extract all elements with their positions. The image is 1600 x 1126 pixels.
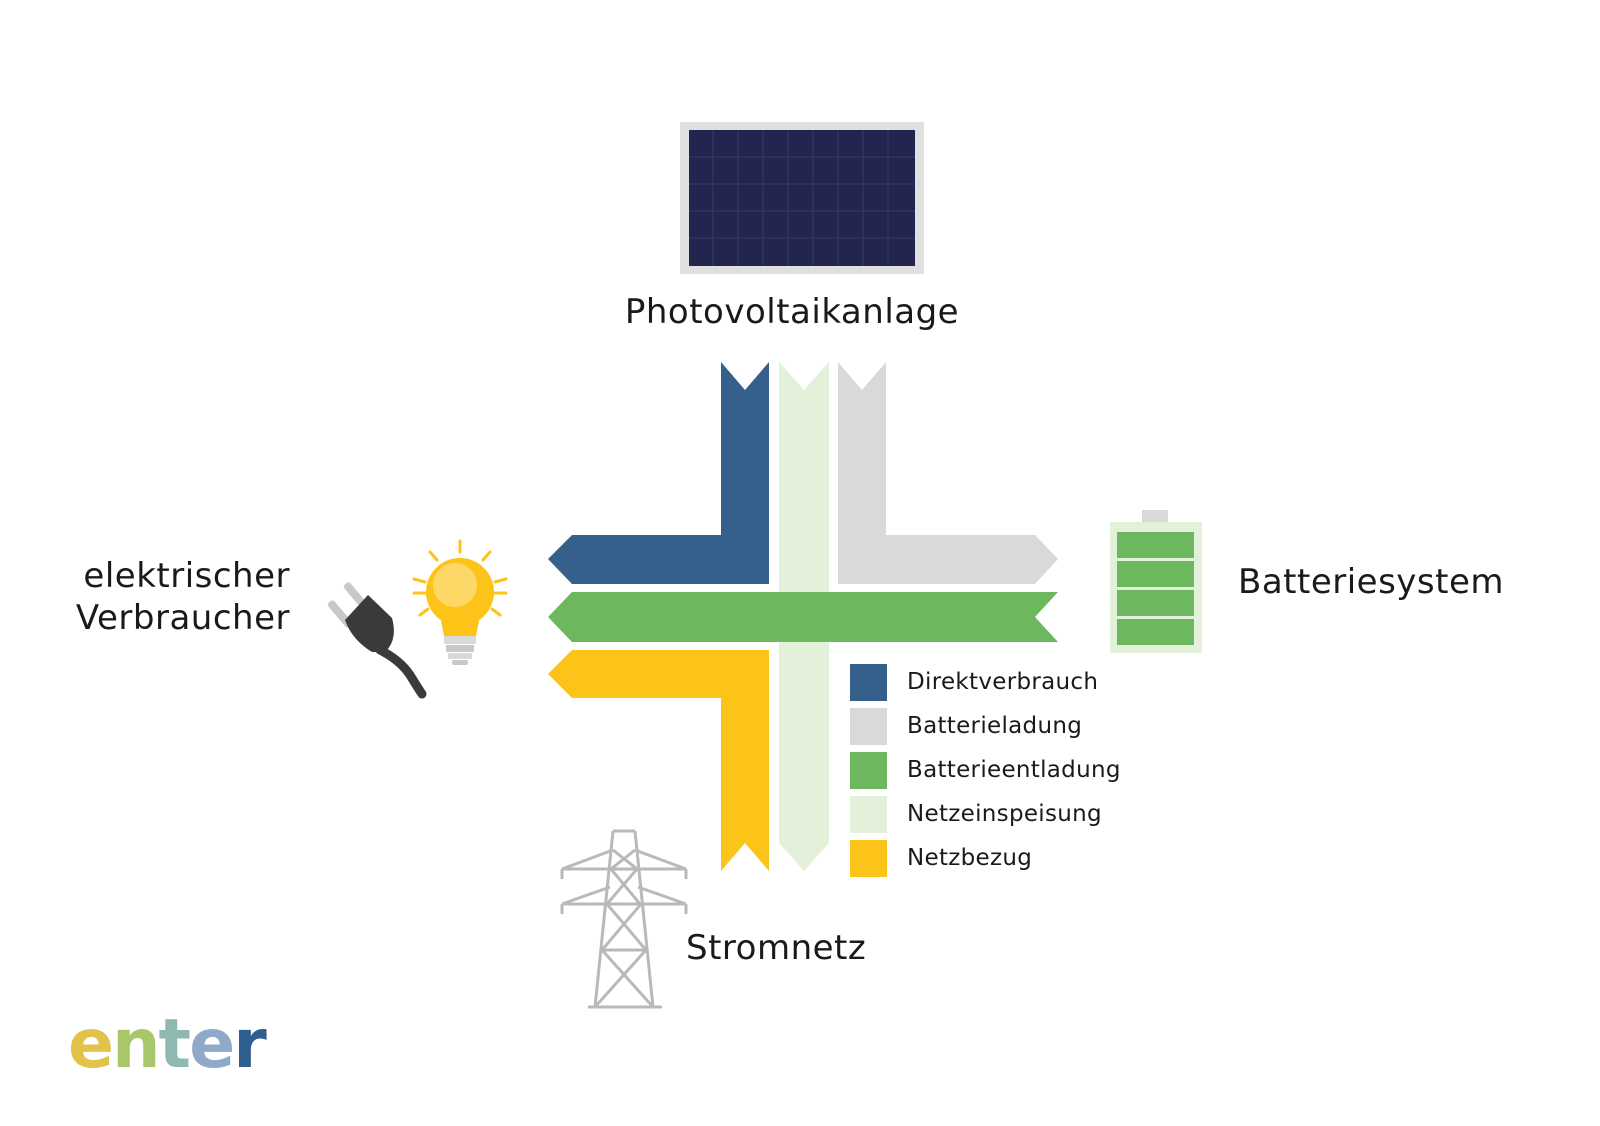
legend-item: Batterieladung [850, 704, 1121, 748]
legend-label: Netzeinspeisung [907, 801, 1102, 827]
logo-letter: t [158, 1005, 191, 1084]
battery-label: Batteriesystem [1238, 562, 1505, 602]
flow-batterieladung [838, 362, 1058, 584]
legend-item: Batterieentladung [850, 748, 1121, 792]
consumer-label-line2: Verbraucher [75, 598, 290, 638]
logo-letter: e [68, 1005, 114, 1084]
light-bulb-icon [412, 539, 508, 665]
grid-label: Stromnetz [686, 928, 867, 968]
consumer-label-line1: elektrischer [83, 556, 290, 596]
legend-swatch [850, 707, 887, 745]
logo-letter: e [189, 1005, 235, 1084]
logo-letter: n [112, 1005, 160, 1084]
legend-label: Batterieladung [907, 713, 1083, 739]
logo-letter: r [233, 1005, 267, 1084]
power-plug-icon [327, 582, 427, 699]
legend-swatch [850, 663, 887, 701]
legend-swatch [850, 839, 887, 877]
legend-item: Direktverbrauch [850, 660, 1121, 704]
enter-logo: enter [68, 1005, 267, 1084]
legend-swatch [850, 795, 887, 833]
solar-panel-icon [680, 122, 924, 274]
power-pylon-icon [560, 829, 688, 1009]
flow-batterieentladung [548, 592, 1058, 642]
legend: Direktverbrauch Batterieladung Batteriee… [850, 660, 1121, 880]
legend-item: Netzeinspeisung [850, 792, 1121, 836]
consumer-label: elektrischer Verbraucher [76, 555, 290, 639]
legend-label: Netzbezug [907, 845, 1033, 871]
legend-item: Netzbezug [850, 836, 1121, 880]
pv-label: Photovoltaikanlage [624, 292, 960, 332]
flow-direktverbrauch [548, 362, 769, 584]
legend-label: Batterieentladung [907, 757, 1121, 783]
battery-icon [1110, 510, 1202, 653]
legend-label: Direktverbrauch [907, 669, 1099, 695]
legend-swatch [850, 751, 887, 789]
flow-netzbezug [548, 650, 769, 871]
